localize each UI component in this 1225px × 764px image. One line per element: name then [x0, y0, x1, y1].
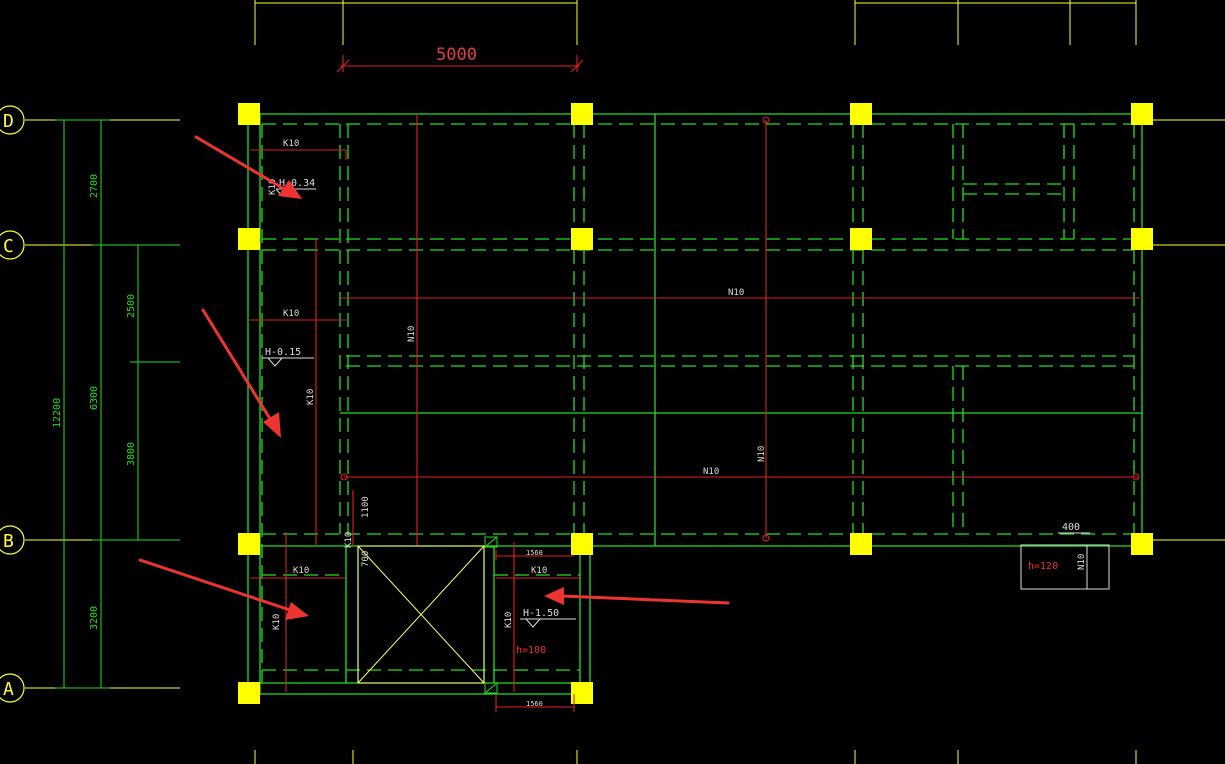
- opening-cross: [357, 536, 498, 694]
- dimension-2700: 2700: [89, 174, 100, 198]
- column-c1: [238, 228, 260, 250]
- label-k10-lower-left-vertical: K10: [272, 614, 282, 630]
- column-b2: [571, 533, 593, 555]
- dimension-12200: 12200: [52, 398, 63, 428]
- annotation-arrows: [138, 135, 730, 620]
- label-k10-lower-right-vertical: K10: [504, 612, 514, 628]
- dimension-6300: 6300: [89, 386, 100, 410]
- label-k10-mid: K10: [283, 309, 299, 319]
- column-c2: [571, 228, 593, 250]
- axis-label-c: C: [3, 236, 14, 257]
- dimension-400: 400: [1062, 522, 1080, 533]
- column-d2: [571, 103, 593, 125]
- axis-label-b: B: [3, 531, 14, 552]
- label-n10-horizontal-top: N10: [728, 288, 744, 298]
- column-d1: [238, 103, 260, 125]
- column-a1: [238, 682, 260, 704]
- axis-bubble-a: A: [0, 673, 25, 703]
- column-d4: [1131, 103, 1153, 125]
- dimension-2500: 2500: [126, 294, 137, 318]
- axis-bubble-b: B: [0, 525, 25, 555]
- column-c4: [1131, 228, 1153, 250]
- label-k10-lower-left: K10: [293, 566, 309, 576]
- thickness-h100: h=100: [516, 645, 546, 656]
- label-k10-lower-right: K10: [531, 566, 547, 576]
- dimension-700: 700: [361, 551, 371, 567]
- thickness-h120: h=120: [1028, 561, 1058, 572]
- axis-bubble-d: D: [0, 105, 25, 135]
- axis-grid: [25, 0, 1225, 764]
- dimension-5000: 5000: [436, 45, 477, 65]
- label-k10-top: K10: [283, 139, 299, 149]
- elevation-h-015: H-0.15: [265, 347, 301, 358]
- dimension-1560-bottom: 1560: [526, 700, 543, 708]
- top-dimension: 5000: [336, 45, 584, 73]
- rebar-lines: [248, 114, 1140, 712]
- annotation-arrow-2: [201, 308, 281, 438]
- label-k10-b: K10: [344, 532, 354, 548]
- column-b1: [238, 533, 260, 555]
- column-d3: [850, 103, 872, 125]
- elevation-h-034: H-0.34: [279, 178, 315, 189]
- column-c3: [850, 228, 872, 250]
- annotation-arrow-4: [544, 587, 730, 605]
- detail-box: h=120 h=100: [516, 544, 1110, 656]
- label-n10-vertical-left: N10: [407, 326, 417, 342]
- left-dimensions: 12200 6300 2700 2500 3800 3200: [52, 119, 180, 689]
- axis-label-a: A: [3, 679, 14, 700]
- dimension-1100: 1100: [361, 496, 371, 518]
- label-k10-vertical: K10: [306, 389, 316, 405]
- column-b3: [850, 533, 872, 555]
- dimension-3800: 3800: [126, 442, 137, 466]
- column-b4: [1131, 533, 1153, 555]
- axis-label-d: D: [3, 111, 14, 132]
- axis-bubble-c: C: [0, 230, 25, 260]
- label-n10-vertical-mid: N10: [757, 446, 767, 462]
- beam-dashed-lines: [261, 123, 1135, 683]
- annotation-arrow-3: [138, 558, 309, 620]
- misc-dimensions: 1100 700 1560 1560 400: [361, 496, 1090, 708]
- annotation-arrow-1: [194, 135, 302, 199]
- elevation-h-150: H-1.50: [523, 608, 559, 619]
- dimension-1560-top: 1560: [526, 549, 543, 557]
- label-n10-horizontal-bottom: N10: [703, 467, 719, 477]
- columns: [238, 103, 1153, 704]
- dimension-3200: 3200: [89, 606, 100, 630]
- column-a2: [571, 682, 593, 704]
- label-n10-detail: N10: [1077, 554, 1087, 570]
- beam-outlines: [247, 113, 1143, 695]
- label-k10-left-top: K10: [268, 179, 278, 195]
- beam-labels: K10 K10 K10 K10 K10 K10 K10 K10 K10 N10 …: [268, 139, 1087, 630]
